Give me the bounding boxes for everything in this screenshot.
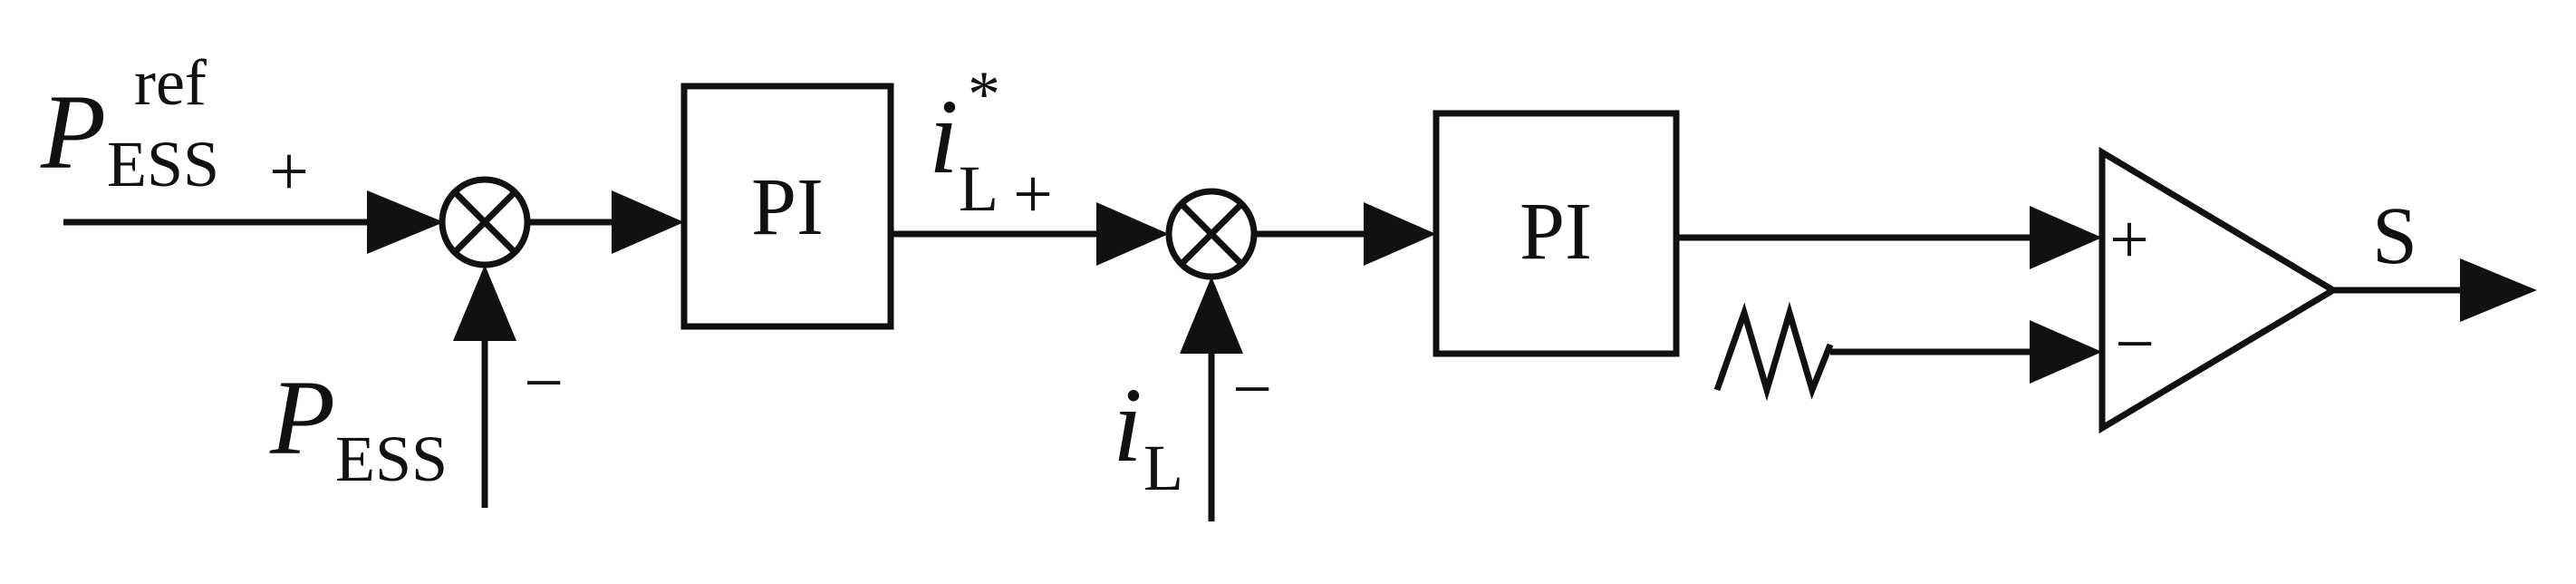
sum2-feedback-arrow xyxy=(1180,277,1243,354)
summing-junction-2 xyxy=(1165,188,1258,280)
comparator-plus-arrow xyxy=(2030,206,2102,269)
comparator-minus-sign: − xyxy=(2115,304,2155,383)
sum1-input-arrow xyxy=(367,190,444,254)
output-label: S xyxy=(2372,191,2417,281)
pi-controller-2 xyxy=(1433,110,1680,357)
comparator xyxy=(2098,146,2340,434)
pi-controller-1-label: PI xyxy=(751,162,824,252)
sum2-input-arrow xyxy=(1096,202,1169,266)
pi-controller-1 xyxy=(680,83,894,330)
current-feedback-label: i L xyxy=(1113,365,1183,504)
sum1-minus-sign: − xyxy=(524,343,564,422)
sum1-feedback-arrow xyxy=(453,265,516,341)
sum2-plus-sign: + xyxy=(1013,154,1053,233)
power-feedback-label: P ESS xyxy=(269,358,448,495)
pi2-input-arrow xyxy=(1364,202,1436,266)
current-reference-label: i L * xyxy=(929,58,1002,225)
output-arrow xyxy=(2460,258,2537,322)
sum2-minus-sign: − xyxy=(1232,349,1272,428)
sum1-plus-sign: + xyxy=(269,131,309,210)
pi1-input-arrow xyxy=(612,190,684,254)
summing-junction-1 xyxy=(439,176,531,268)
carrier-signal-icon xyxy=(1713,301,1834,402)
power-reference-label: P ESS ref xyxy=(40,46,223,200)
comparator-minus-arrow xyxy=(2030,320,2102,384)
comparator-plus-sign: + xyxy=(2109,200,2149,278)
pi-controller-2-label: PI xyxy=(1520,187,1592,277)
